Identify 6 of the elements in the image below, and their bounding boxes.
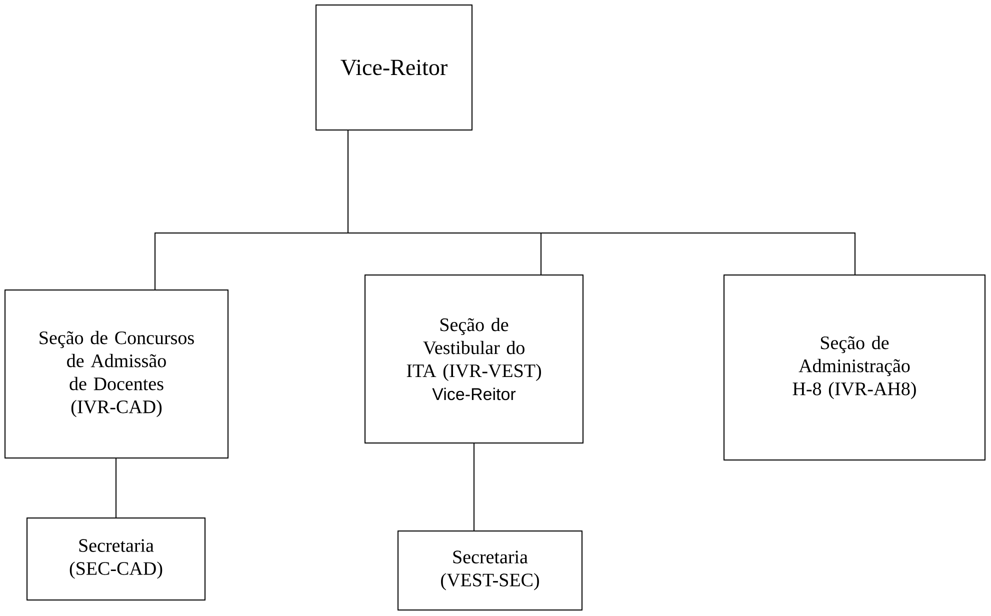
org-box: Secretaria (VEST-SEC) [398, 530, 582, 610]
org-box: Seção de Vestibular do ITA (IVR-VEST) Vice-Reitor [364, 274, 584, 444]
org-box: Vice-Reitor [316, 4, 472, 130]
org-box: Secretaria (SEC-CAD) [26, 518, 206, 600]
org-box: Seção de Concursos de Admissão de Docentes (IVR-CAD) [4, 290, 228, 458]
org-box: Seção de Administração H-8 (IVR-AH8) [724, 274, 986, 460]
